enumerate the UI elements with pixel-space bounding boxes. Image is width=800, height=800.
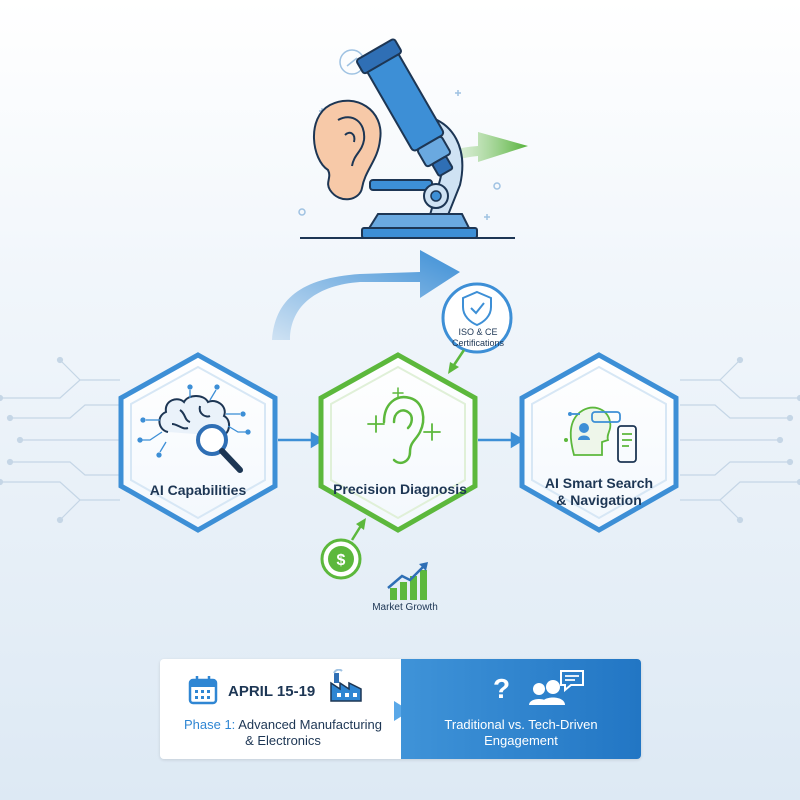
flow-arrows [278, 431, 525, 449]
hex-precision-diagnosis [318, 352, 478, 533]
circuit-lines-left [0, 356, 120, 524]
circuit-lines-right [680, 356, 800, 524]
certification-label: ISO & CE Certifications [443, 327, 513, 349]
market-growth-label: Market Growth [372, 602, 438, 613]
precision-diagnosis-label: Precision Diagnosis [333, 481, 467, 497]
phase-description: Phase 1: Advanced Manufacturing & Electr… [172, 717, 394, 749]
ai-smart-search-label: AI Smart Search & Navigation [526, 475, 672, 509]
ear-icon [367, 387, 441, 464]
engagement-text: Traditional vs. Tech-Driven Engagement [401, 717, 641, 749]
factory-icon [330, 669, 362, 702]
svg-text:$: $ [337, 552, 346, 569]
question-icon: ? [493, 673, 511, 704]
engagement-line1: Traditional vs. Tech-Driven [444, 717, 598, 732]
certification-badge [441, 282, 513, 374]
engagement-line2: Engagement [484, 733, 558, 748]
certification-line1: ISO & CE [458, 327, 498, 337]
certification-line2: Certifications [451, 338, 505, 348]
ai-smart-search-line2: & Navigation [556, 492, 642, 508]
event-date: APRIL 15-19 [228, 683, 316, 700]
banner-right-panel: ? Traditional vs. Tech-Driven Engagement [401, 659, 641, 759]
growth-chart-icon [387, 562, 428, 600]
phase-line2: & Electronics [245, 733, 321, 748]
curved-arrow [272, 250, 460, 340]
brain-magnifier-icon [137, 384, 251, 473]
ai-capabilities-label: AI Capabilities [149, 482, 247, 498]
bottom-banner: APRIL 15-19 Phase 1: Advanced Manufactur… [160, 659, 641, 759]
users-chat-icon [529, 670, 584, 705]
calendar-icon [188, 676, 218, 705]
dollar-icon: $ [320, 518, 366, 580]
ai-smart-search-line1: AI Smart Search [544, 475, 654, 491]
ai-search-icon [564, 406, 637, 463]
banner-left-panel: APRIL 15-19 Phase 1: Advanced Manufactur… [160, 659, 401, 759]
phase-line1: Advanced Manufacturing [238, 717, 383, 732]
microscope-icon [300, 38, 528, 239]
phase-tag: Phase 1: [183, 717, 236, 732]
